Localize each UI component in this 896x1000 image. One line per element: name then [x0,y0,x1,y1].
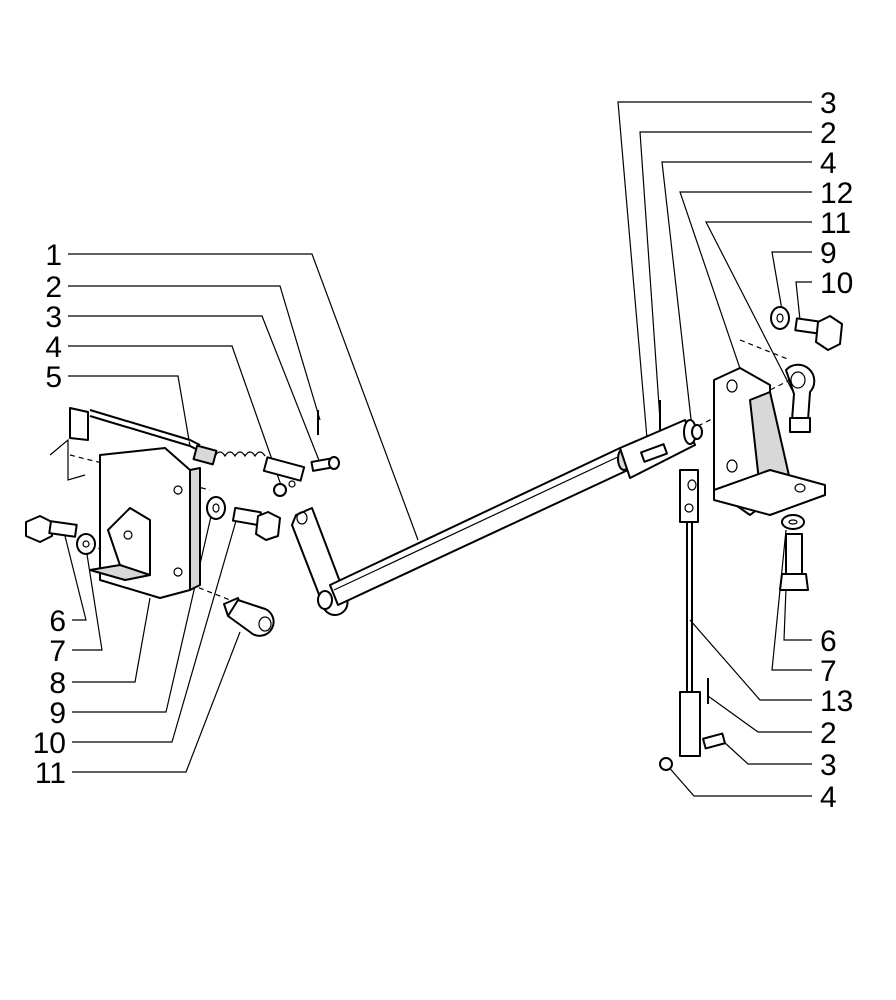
control-cable [89,409,306,488]
callout-left-3: 3 [45,301,62,334]
callout-right-10: 10 [820,267,853,300]
bracket-bolt-washer [206,496,281,541]
callout-left-1: 1 [45,239,62,272]
callout-left-4: 4 [45,331,62,364]
vertical-link-rod [659,469,726,771]
right-rod-end [785,363,816,433]
callout-left-5: 5 [45,361,62,394]
callout-labels-right-top: 3 2 4 12 11 9 10 [820,87,853,300]
main-shaft [329,447,631,606]
right-support-bracket [713,367,826,516]
left-rod-end [223,597,275,637]
callout-left-10: 10 [33,727,66,760]
callout-right-11: 11 [820,207,851,240]
callout-left-2: 2 [45,271,62,304]
callout-labels-right-bottom: 6 7 13 2 3 4 [820,625,853,814]
callout-right-4b: 4 [820,781,837,814]
shaft-end-clevis [619,400,703,479]
callout-right-9: 9 [820,237,837,270]
callout-right-7: 7 [820,655,837,688]
callout-right-3: 3 [820,87,837,120]
right-bolt-washer-top [770,306,843,351]
callout-right-3b: 3 [820,749,837,782]
callout-right-2b: 2 [820,717,837,750]
callout-left-7: 7 [49,635,66,668]
callout-right-13: 13 [820,685,853,718]
callout-right-6: 6 [820,625,837,658]
callout-right-4: 4 [820,147,837,180]
cable-fasteners [273,410,340,497]
right-bolt-washer-bottom [779,514,809,591]
callout-labels-left: 1 2 3 4 5 6 7 8 9 10 11 [33,239,66,790]
callout-right-2: 2 [820,117,837,150]
callout-left-6: 6 [49,605,66,638]
callout-left-8: 8 [49,667,66,700]
callout-left-11: 11 [35,757,66,790]
callout-right-12: 12 [820,177,853,210]
left-bracket-plate [49,407,201,599]
callout-left-9: 9 [49,697,66,730]
left-bolt-washer [25,515,96,555]
